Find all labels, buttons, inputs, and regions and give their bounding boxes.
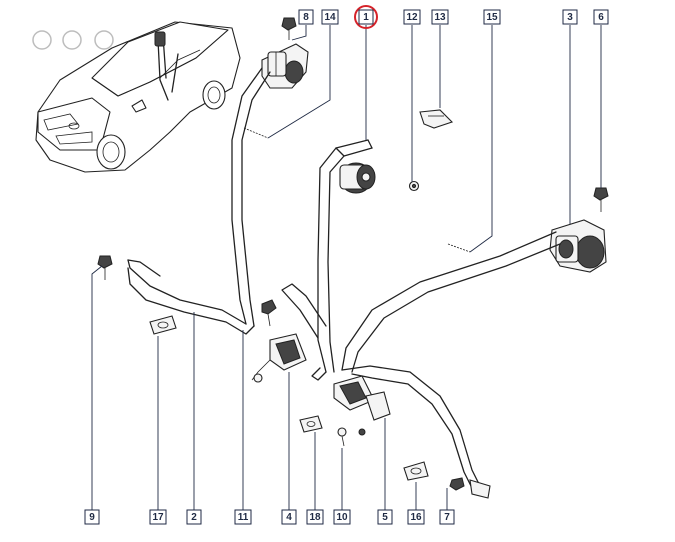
bolt-part-9 [97, 255, 113, 280]
callout-4: 4 [281, 509, 297, 525]
spring-clip-part-15 [447, 243, 471, 253]
callout-1: 1 [358, 9, 374, 25]
callout-6: 6 [593, 9, 609, 25]
callout-label: 5 [382, 512, 388, 523]
callout-17: 17 [149, 509, 167, 525]
callout-label: 13 [434, 12, 446, 23]
leader-lines [91, 25, 602, 510]
car-illustration [35, 21, 241, 173]
callout-3: 3 [562, 9, 578, 25]
callout-label: 7 [444, 512, 450, 523]
belt-part-2 [127, 67, 271, 335]
belt-anchor-part-14 [261, 43, 309, 89]
retractor-part-3 [549, 219, 607, 273]
callout-18: 18 [306, 509, 324, 525]
callout-label: 3 [567, 12, 573, 23]
callout-label: 15 [486, 12, 498, 23]
callout-label: 16 [410, 512, 422, 523]
callout-label: 9 [89, 512, 95, 523]
buckle-part-4 [251, 333, 307, 383]
callout-label: 6 [598, 12, 604, 23]
spring-clip-part-14 [243, 127, 269, 139]
bolt-part-10 [337, 427, 347, 447]
rear-belt-part-5 [341, 231, 561, 489]
callout-14: 14 [321, 9, 339, 25]
callout-10: 10 [333, 509, 351, 525]
callout-5: 5 [377, 509, 393, 525]
bolt-part-8 [281, 17, 297, 40]
highlight-ring [354, 5, 378, 29]
callout-label: 4 [286, 512, 292, 523]
screw-part-12 [408, 180, 420, 192]
callout-2: 2 [186, 509, 202, 525]
callout-label: 1 [363, 12, 369, 23]
callout-15: 15 [483, 9, 501, 25]
washer-part-17 [149, 315, 177, 335]
callout-9: 9 [84, 509, 100, 525]
buckle-part-5 [333, 375, 391, 436]
callout-7: 7 [439, 509, 455, 525]
watermark-logo [32, 30, 114, 50]
callout-label: 17 [152, 512, 164, 523]
washer-part-18 [299, 415, 323, 433]
callout-label: 12 [406, 12, 418, 23]
callout-label: 11 [238, 512, 249, 523]
callout-label: 10 [336, 512, 348, 523]
callout-label: 2 [191, 512, 197, 523]
callout-label: 14 [324, 12, 336, 23]
washer-part-16 [403, 461, 429, 481]
guide-part-13 [419, 109, 454, 129]
bolt-part-11 [261, 299, 277, 327]
bolt-part-6 [593, 187, 609, 212]
callout-16: 16 [407, 509, 425, 525]
callout-12: 12 [403, 9, 421, 25]
seatbelt-assembly-part-1 [281, 139, 376, 381]
callout-label: 8 [303, 12, 309, 23]
callout-13: 13 [431, 9, 449, 25]
callout-8: 8 [298, 9, 314, 25]
callout-label: 18 [309, 512, 321, 523]
callout-11: 11 [234, 509, 252, 525]
anchor-part-7 [449, 477, 491, 499]
retractor-part-1 [339, 162, 376, 194]
